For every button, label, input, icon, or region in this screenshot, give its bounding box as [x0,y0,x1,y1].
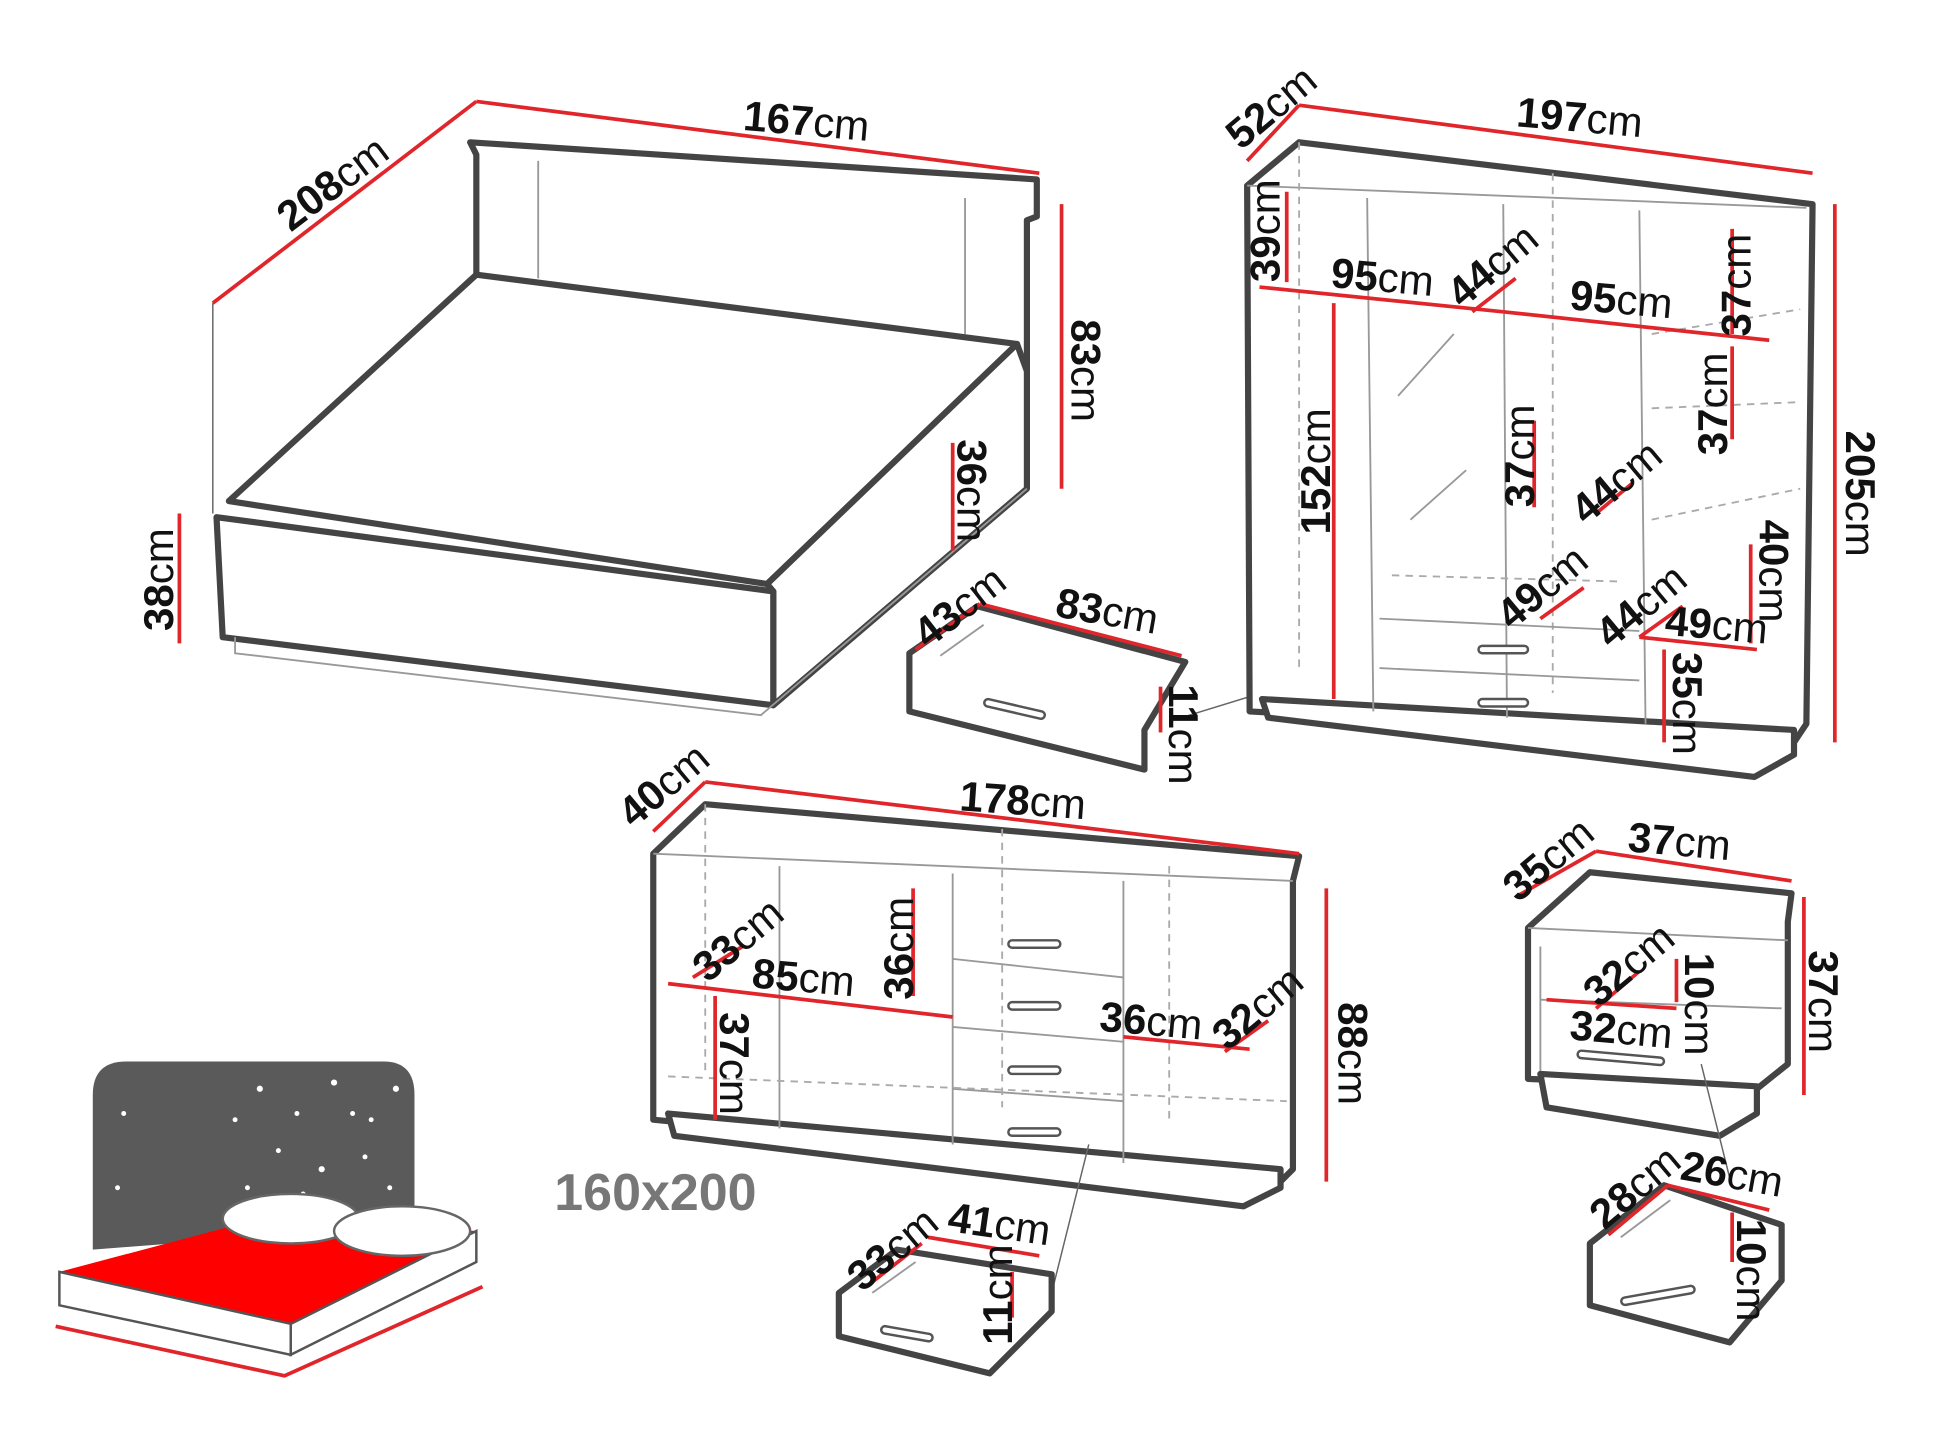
sideboard-right-width-label: 36cm [1098,993,1205,1049]
sideboard-lower-height-label: 37cm [711,1012,758,1115]
wardrobe-drawer-width-b-label: 49cm [1663,597,1770,653]
nightstand-drawer-height-label: 10cm [1728,1219,1775,1322]
nightstand-width-label: 37cm [1626,813,1733,869]
bed-drawer-width-label: 83cm [1053,579,1162,643]
bed-width-label: 167cm [742,92,872,150]
sideboard-base [665,1110,1284,1210]
wardrobe-body [1244,139,1816,746]
nightstand-shelf-width-label: 32cm [1568,1001,1675,1057]
mattress-size-label: 160x200 [554,1164,756,1222]
nightstand-drawer-width-label: 26cm [1677,1142,1786,1206]
sideboard-drawing [650,780,1329,1377]
wardrobe-left-width-label: 95cm [1329,249,1436,305]
wardrobe-right-top-shelf-label: 37cm [1713,234,1760,337]
wardrobe-right-width-label: 95cm [1568,271,1675,327]
sideboard-drawer [835,1246,1055,1377]
sideboard-drawer-width-label: 41cm [945,1193,1053,1254]
wardrobe-middle-shelf-label: 37cm [1496,404,1543,507]
wardrobe-total-height-label: 205cm [1837,431,1884,557]
wardrobe-right-shelf-b-label: 37cm [1689,352,1736,455]
bed-icon [55,1061,484,1378]
size-arrow-icon [55,1285,484,1378]
wardrobe-drawing [1244,103,1837,781]
wardrobe-drawer-height-label: 35cm [1664,652,1711,755]
nightstand-base [1537,1070,1760,1139]
sideboard-compartment-width-label: 85cm [750,949,857,1005]
nightstand-height-label: 37cm [1800,950,1847,1053]
sideboard-drawer-height-label: 11cm [974,1244,1021,1345]
wardrobe-width-label: 197cm [1515,88,1645,146]
wardrobe-base [1258,695,1798,781]
bed-height-label: 83cm [1062,319,1109,422]
wardrobe-right-shelf-c-label: 40cm [1750,520,1797,623]
bed-drawing [177,99,1424,773]
pillow-icon [332,1205,472,1258]
nightstand-drawing [1514,849,1806,1346]
bed-depth-label: 208cm [268,126,397,239]
bed-headboard [467,139,1040,375]
wardrobe-top-height-label: 39cm [1241,179,1288,282]
wardrobe-left-height-label: 152cm [1292,408,1339,534]
bed-drawer-height-label: 11cm [1160,684,1207,785]
nightstand-shelf-height-label: 10cm [1676,953,1723,1056]
sideboard-total-height-label: 88cm [1330,1002,1377,1105]
bed-side-height-label: 36cm [949,439,996,542]
sideboard-top-height-label: 36cm [875,897,922,1000]
bed-frame-height-label: 38cm [135,528,182,631]
sideboard-width-label: 178cm [958,772,1087,828]
bed-labels: 208cm 167cm 83cm 36cm 38cm 43cm 83cm 11c… [135,92,1207,785]
